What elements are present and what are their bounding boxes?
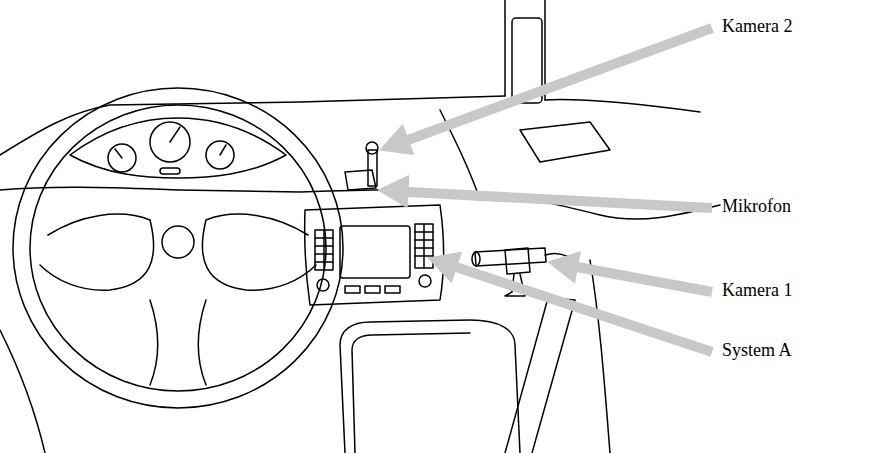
vent-grid-right [415,224,433,268]
leader-arrow [577,267,712,292]
radio-vent-right [415,224,433,268]
vent-grid-left [315,230,333,270]
microphone-box [345,170,376,190]
arrow-head [380,125,414,155]
camera-2-stalk [368,150,377,186]
seat-seam [352,333,470,453]
camera-1-bracket [505,248,530,274]
radio-vent-left [315,230,333,270]
wheel-hub [162,226,194,258]
arrow-head [378,176,409,208]
support-pillar [505,298,575,453]
gauge-display [160,168,180,174]
gauge-needles [115,127,226,158]
mirror-arm [505,0,545,100]
leader-arrow [408,192,712,208]
arrow-head [548,252,580,283]
radio-knob [419,275,431,287]
leader-arrow [408,28,712,140]
radio-buttons [345,286,400,293]
camera-1-body [475,248,546,266]
camera-1-lens [472,252,480,266]
arrow-head [428,252,462,282]
instrument-cluster [70,118,286,178]
camera-2-lens [366,142,378,154]
wheel-spokes [40,214,316,385]
cab-drawing [0,0,720,453]
seat-backrest [340,320,520,453]
dash-pad [520,122,610,162]
callout-arrows [378,28,712,352]
steering-wheel-inner [30,105,326,391]
radio-screen [340,226,410,278]
callout-label: Mikrofon [722,196,791,218]
dashboard-top-right [545,100,700,112]
cab-edge-right [590,260,610,453]
callout-label: Kamera 1 [722,280,792,302]
callout-label: System A [722,340,792,362]
radio-knob [317,279,329,291]
callout-label: Kamera 2 [722,16,792,38]
leader-arrow [456,267,712,352]
radio-bezel [305,205,444,305]
steering-wheel-outer [13,88,343,408]
door-line [0,330,45,453]
